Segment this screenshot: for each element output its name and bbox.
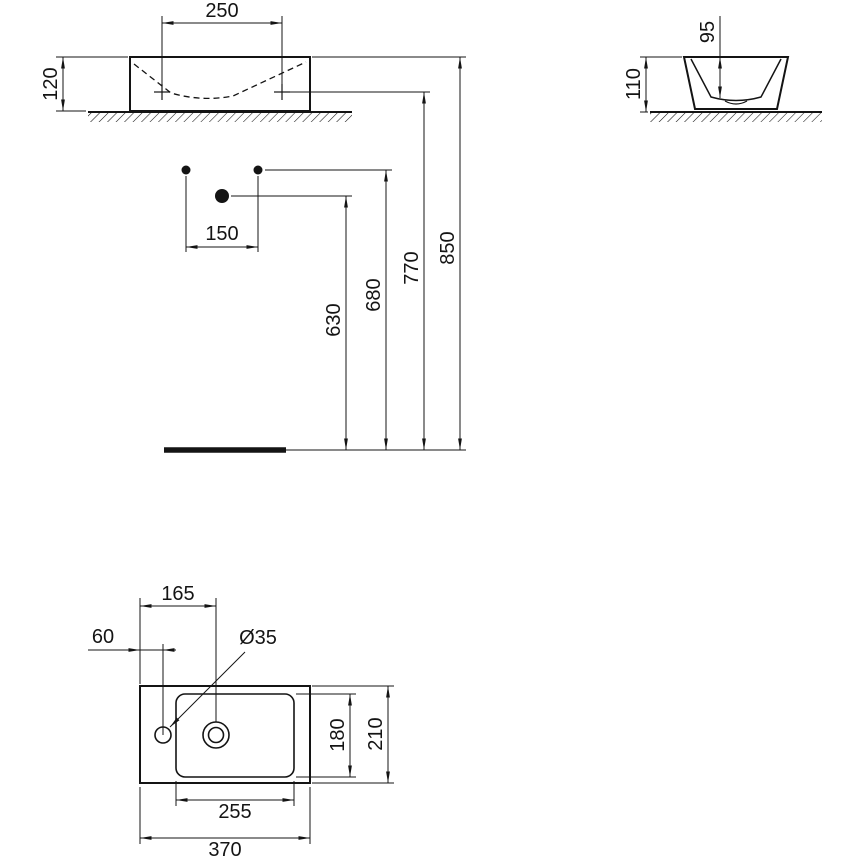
dim-250-label: 250 <box>205 0 238 22</box>
fixing-holes <box>154 84 290 100</box>
dim-255: 255 <box>175 781 295 823</box>
basin-front-outline <box>129 56 311 112</box>
dim-60-label: 60 <box>92 626 114 648</box>
height-dimensions: 850 770 680 630 <box>164 56 466 453</box>
dim-120: 120 <box>40 56 128 112</box>
dim-180: 180 <box>296 693 356 778</box>
dim-120-label: 120 <box>40 67 62 100</box>
dim-210: 210 <box>312 685 394 784</box>
dim-850-label: 850 <box>437 231 459 264</box>
dim-165-label: 165 <box>161 583 194 605</box>
hole-marker-left <box>181 165 191 175</box>
dim-150: 150 <box>185 176 259 252</box>
mounting-surface-hatch <box>88 113 352 122</box>
mounting-surface-hatch <box>650 113 822 122</box>
dim-680-label: 680 <box>363 278 385 311</box>
dim-630-label: 630 <box>323 303 345 336</box>
waste-outlet-marker <box>215 189 229 203</box>
front-view: 250 120 150 850 770 <box>40 0 466 453</box>
waste-hole-inner <box>207 726 225 744</box>
dim-370-label: 370 <box>208 839 241 861</box>
dim-taphole-diameter: Ø35 <box>169 627 277 728</box>
bowl-plan-outline <box>175 693 295 778</box>
dim-210-label: 210 <box>365 717 387 750</box>
side-view: 95 110 <box>623 16 822 122</box>
dim-110-label: 110 <box>623 68 645 100</box>
dim-150-label: 150 <box>205 223 238 245</box>
basin-side-inner-bowl <box>690 58 782 102</box>
dim-95-label: 95 <box>697 21 719 43</box>
dim-95: 95 <box>697 16 722 98</box>
dim-165: 165 <box>139 583 217 722</box>
hole-marker-right <box>253 165 263 175</box>
dim-110: 110 <box>623 56 682 113</box>
dim-180-label: 180 <box>327 718 349 751</box>
dim-770-label: 770 <box>401 251 423 284</box>
leader-line <box>169 651 246 728</box>
dim-370: 370 <box>139 787 311 861</box>
dim-255-label: 255 <box>218 801 251 823</box>
basin-side-drain-recess <box>724 100 748 105</box>
dim-250: 250 <box>161 0 283 84</box>
dim-60: 60 <box>88 626 176 735</box>
plan-view: 165 60 Ø35 180 210 <box>88 583 394 861</box>
dim-d35-label: Ø35 <box>239 627 277 649</box>
